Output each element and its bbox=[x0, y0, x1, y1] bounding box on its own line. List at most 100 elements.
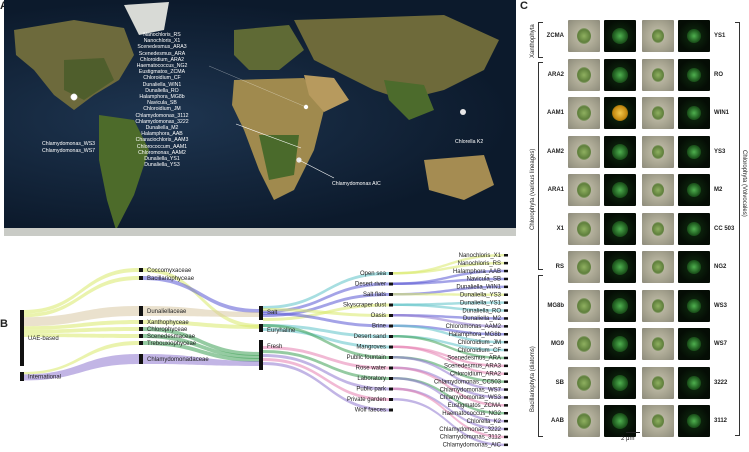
micrograph-fluorescence bbox=[604, 20, 636, 52]
map-cluster-label: Dunaliella_WIN1 bbox=[142, 81, 182, 88]
sankey-flow-salinity-habitat bbox=[263, 358, 389, 401]
sankey-label-habitat: Desert river bbox=[355, 282, 386, 288]
sankey-node-salinity bbox=[259, 306, 263, 320]
sankey-node-habitat bbox=[389, 345, 393, 349]
micrograph-fluorescence bbox=[678, 97, 710, 129]
cell-glow bbox=[687, 183, 701, 197]
cell-glow bbox=[687, 67, 701, 82]
sankey-flow-taxa-salinity bbox=[143, 268, 259, 328]
sankey-node-strain bbox=[504, 419, 508, 423]
map-label-k2: Chlorella K2 bbox=[455, 139, 484, 145]
micrograph-fluorescence bbox=[678, 135, 710, 168]
micrograph-brightfield bbox=[642, 212, 674, 245]
bracket-xanthophyta bbox=[538, 22, 543, 58]
sankey-node-salinity bbox=[259, 340, 263, 370]
sankey-label-strain: Chlamydomonas_3222 bbox=[439, 427, 501, 433]
row-label-right: YS3 bbox=[714, 148, 726, 155]
row-label-left: MG8b bbox=[547, 302, 564, 309]
cell-glow bbox=[612, 66, 628, 83]
sankey-label-habitat: Public park bbox=[356, 387, 387, 393]
cell-body bbox=[577, 143, 591, 160]
micrograph-brightfield bbox=[642, 328, 674, 360]
micrograph-brightfield bbox=[642, 135, 674, 168]
sankey-flow-habitat-strain bbox=[393, 345, 504, 375]
cell-glow bbox=[687, 260, 701, 274]
sankey-label-habitat: Open sea bbox=[360, 271, 387, 277]
sankey-flow-habitat-strain bbox=[393, 335, 504, 352]
sankey-label-habitat: Desert sand bbox=[354, 334, 386, 340]
sankey-label-habitat: Mangroves bbox=[356, 345, 386, 351]
sankey-label-strain: Dunaliella_RO bbox=[462, 308, 501, 314]
map-cluster-label: Chlamydomonas_3222 bbox=[135, 118, 189, 125]
sankey-node-habitat bbox=[389, 303, 393, 307]
sankey-flow-habitat-strain bbox=[393, 324, 504, 344]
cell-glow bbox=[612, 105, 628, 121]
sankey-node-strain bbox=[504, 364, 508, 368]
row-label-left: X1 bbox=[556, 225, 564, 232]
sankey-node-habitat bbox=[389, 377, 393, 380]
micrograph-brightfield bbox=[642, 58, 674, 91]
sankey-flow-habitat-strain bbox=[393, 377, 504, 415]
sankey-flow-taxa-salinity bbox=[143, 354, 259, 366]
sankey-label-habitat: Wolf faeces bbox=[355, 408, 386, 414]
map-cluster-label: Eustigmatos_ZCMA bbox=[138, 69, 186, 76]
row-label-right: WS7 bbox=[714, 341, 728, 347]
cell-body bbox=[652, 221, 664, 236]
row-label-right: NG2 bbox=[714, 264, 727, 270]
map-cluster-label: Navicula_SB bbox=[147, 100, 177, 107]
cell-glow bbox=[612, 143, 628, 160]
micrograph-fluorescence bbox=[678, 20, 710, 52]
sankey-flow-habitat-strain bbox=[393, 366, 504, 407]
cell-body bbox=[577, 297, 591, 314]
bracket-chlorophyta-various bbox=[538, 62, 543, 270]
sankey-flow-taxa-salinity bbox=[143, 276, 259, 313]
sankey-label-taxa: Dunaliellaceae bbox=[147, 309, 187, 315]
map-cluster-label: Chlorococcum_AAM1 bbox=[136, 143, 188, 150]
sankey-label-strain: Chloromonas_AAM2 bbox=[446, 324, 502, 330]
micrograph-fluorescence bbox=[604, 212, 636, 245]
row-label-right: WIN1 bbox=[714, 110, 729, 116]
micrograph-brightfield bbox=[642, 174, 674, 206]
sankey-flow-habitat-strain bbox=[393, 314, 504, 328]
sankey-label-origin: UAE-based bbox=[28, 336, 59, 342]
cell-body bbox=[652, 106, 664, 120]
sankey-node-strain bbox=[504, 388, 508, 391]
sankey-flow-habitat-strain bbox=[393, 335, 504, 360]
sankey-flow-habitat-strain bbox=[393, 398, 504, 447]
map-cluster-label: Scenedesmus_ARA3 bbox=[137, 44, 187, 51]
micrograph-fluorescence bbox=[604, 174, 636, 206]
sankey-label-habitat: Public fountain bbox=[347, 355, 386, 361]
sankey-node-strain bbox=[504, 348, 508, 352]
group-label-chlorophyta-various: Chlorophyta (various lineages) bbox=[530, 148, 536, 230]
micrograph-fluorescence bbox=[678, 212, 710, 245]
sankey-flow-habitat-strain bbox=[393, 303, 504, 312]
cell-glow bbox=[612, 28, 628, 44]
sankey-flow-habitat-strain bbox=[393, 356, 504, 383]
sankey-node-taxa bbox=[139, 354, 143, 364]
sankey-label-taxa: Xanthophyceae bbox=[147, 320, 189, 326]
cell-body bbox=[652, 144, 664, 159]
sankey-label-habitat: Skyscraper dust bbox=[343, 303, 386, 309]
sankey-flow-taxa-salinity bbox=[143, 320, 259, 329]
sankey-node-strain bbox=[504, 333, 508, 336]
sankey-node-habitat bbox=[389, 408, 393, 412]
cell-glow bbox=[687, 221, 701, 236]
sankey-label-strain: Halamphora_AAB bbox=[453, 269, 501, 275]
sankey-label-strain: Chlamydomonas_AIC bbox=[443, 443, 502, 449]
cell-body bbox=[577, 374, 591, 391]
sankey-node-habitat bbox=[389, 282, 393, 286]
sankey-flow-origin-taxa bbox=[24, 276, 139, 318]
sankey-node-taxa bbox=[139, 268, 143, 272]
map-cluster-label: Dunaliella_RO bbox=[145, 87, 179, 94]
micrograph-brightfield bbox=[642, 405, 674, 437]
sankey-label-strain: Haematococcus_NG2 bbox=[442, 411, 501, 417]
cell-glow bbox=[612, 297, 628, 314]
sankey-flow-origin-taxa bbox=[24, 354, 139, 381]
sankey-label-strain: Halamphora_MG8b bbox=[449, 332, 502, 338]
sankey-flow-habitat-strain bbox=[393, 293, 504, 296]
cell-glow bbox=[612, 220, 628, 237]
cell-body bbox=[577, 182, 591, 198]
sankey-flow-habitat-strain bbox=[393, 387, 504, 431]
